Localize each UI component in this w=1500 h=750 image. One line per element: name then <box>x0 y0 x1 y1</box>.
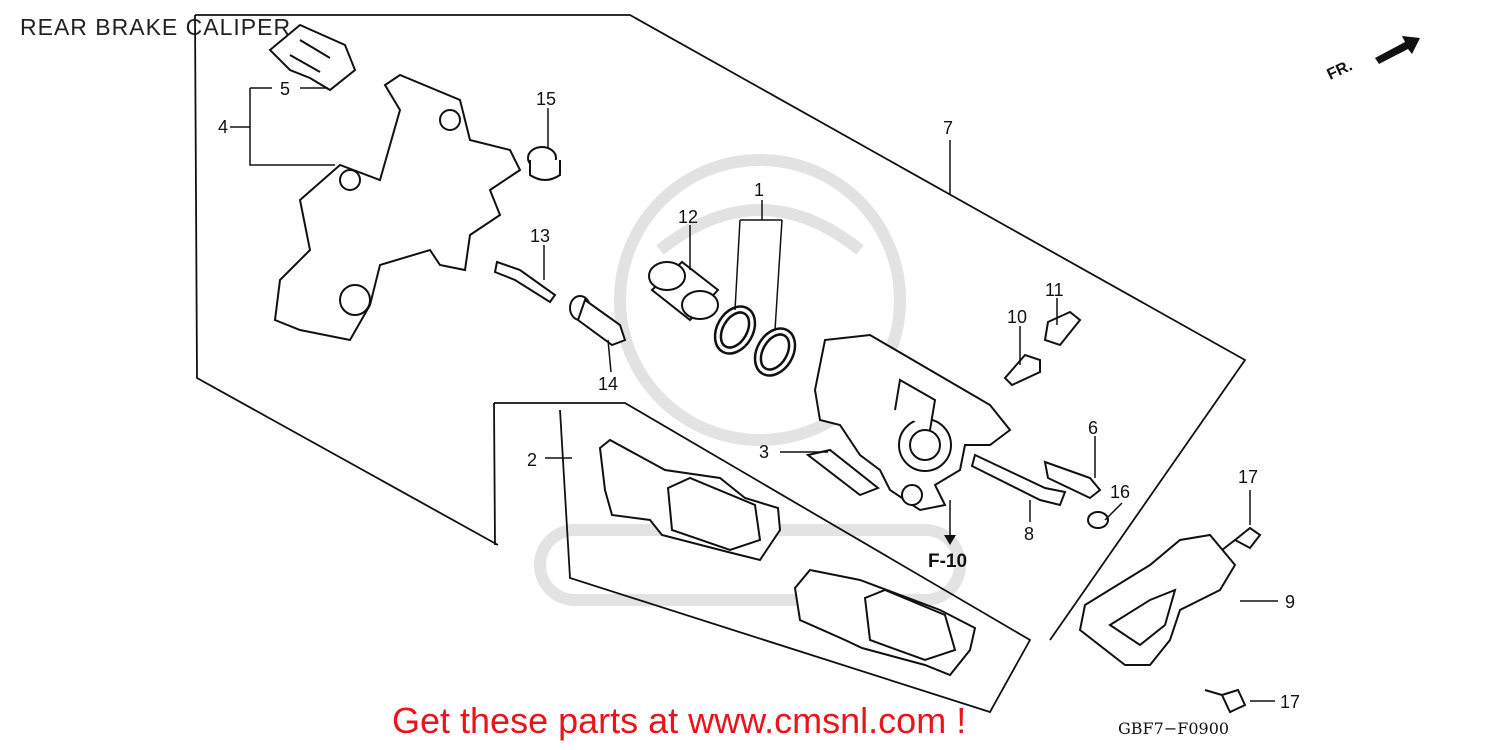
caliper-bolts <box>970 453 1109 529</box>
caliper-body <box>813 333 1012 512</box>
assembly-frames <box>194 14 1247 714</box>
callout-11: 11 <box>1045 280 1064 300</box>
callout-17-bottom: 17 <box>1280 692 1300 712</box>
brake-pads <box>598 438 977 677</box>
diagram-code: GBF7−F0900 <box>1118 719 1230 738</box>
callout-12: 12 <box>678 207 698 227</box>
callout-10: 10 <box>1007 307 1027 327</box>
leader-lines <box>230 87 1278 702</box>
mount-bolts <box>1204 526 1262 714</box>
callout-8: 8 <box>1024 524 1034 544</box>
promo-text[interactable]: Get these parts at www.cmsnl.com ! <box>392 700 967 741</box>
callout-16: 16 <box>1110 482 1130 502</box>
callout-1: 1 <box>754 180 764 200</box>
direction-label: FR. <box>1325 57 1356 83</box>
bleed-cap <box>527 146 561 181</box>
callout-13: 13 <box>530 226 550 246</box>
callout-14: 14 <box>598 374 618 394</box>
callout-15: 15 <box>536 89 556 109</box>
callout-17-top: 17 <box>1238 467 1258 487</box>
caliper-bracket <box>273 73 522 342</box>
callouts: 1 2 3 4 5 6 7 8 9 10 11 12 13 14 15 16 1… <box>218 79 1300 712</box>
callout-4: 4 <box>218 117 228 137</box>
slide-pin <box>569 295 627 347</box>
front-direction-arrow-icon: FR. <box>1325 36 1420 84</box>
callout-5: 5 <box>280 79 290 99</box>
callout-7: 7 <box>943 118 953 138</box>
ref-label: F-10 <box>928 551 967 572</box>
callout-9: 9 <box>1285 592 1295 612</box>
pin-bolt <box>493 260 557 304</box>
piston-seals <box>713 305 797 377</box>
bleeder-screw <box>1003 310 1082 387</box>
callout-6: 6 <box>1088 418 1098 438</box>
piston <box>648 260 720 322</box>
diagram-title: REAR BRAKE CALIPER <box>20 14 292 40</box>
callout-2: 2 <box>527 450 537 470</box>
callout-3: 3 <box>759 442 769 462</box>
pad-spring <box>268 23 357 92</box>
ref-arrow-icon <box>944 535 956 545</box>
caliper-guard <box>1078 533 1237 666</box>
